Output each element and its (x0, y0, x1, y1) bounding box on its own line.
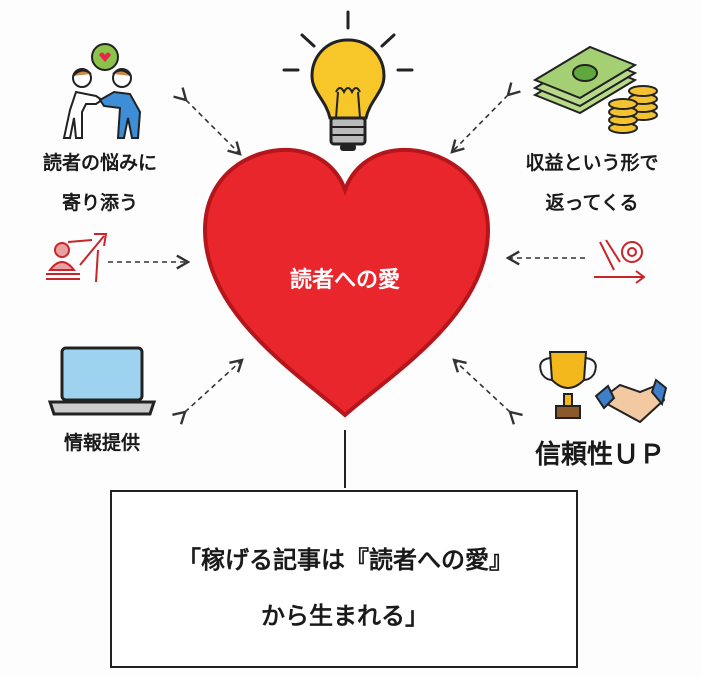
heart-shape (202, 147, 491, 418)
people-heart-icon (62, 43, 142, 139)
return-icon (594, 239, 646, 284)
dashed-arrows (108, 82, 585, 425)
empathy-label-line2: 寄り添う (61, 192, 139, 214)
growth-icon (46, 233, 108, 283)
money-coins-icon (532, 45, 658, 134)
empathy-label-line1: 読者の悩みに (42, 152, 158, 174)
quote-box (110, 490, 578, 668)
quote-line2: から生まれる」 (261, 602, 429, 630)
laptop-icon (47, 346, 157, 416)
heart-label: 読者への愛 (289, 268, 401, 293)
lightbulb-icon (282, 10, 414, 151)
trust-label: 信頼性ＵＰ (534, 440, 666, 470)
revenue-label-line1: 収益という形で (525, 152, 659, 174)
revenue-label-line2: 返ってくる (545, 192, 639, 214)
trophy-handshake-icon (539, 351, 668, 424)
quote-line1: 「稼げる記事は『読者への愛』 (177, 546, 513, 574)
information-label: 情報提供 (63, 432, 141, 454)
